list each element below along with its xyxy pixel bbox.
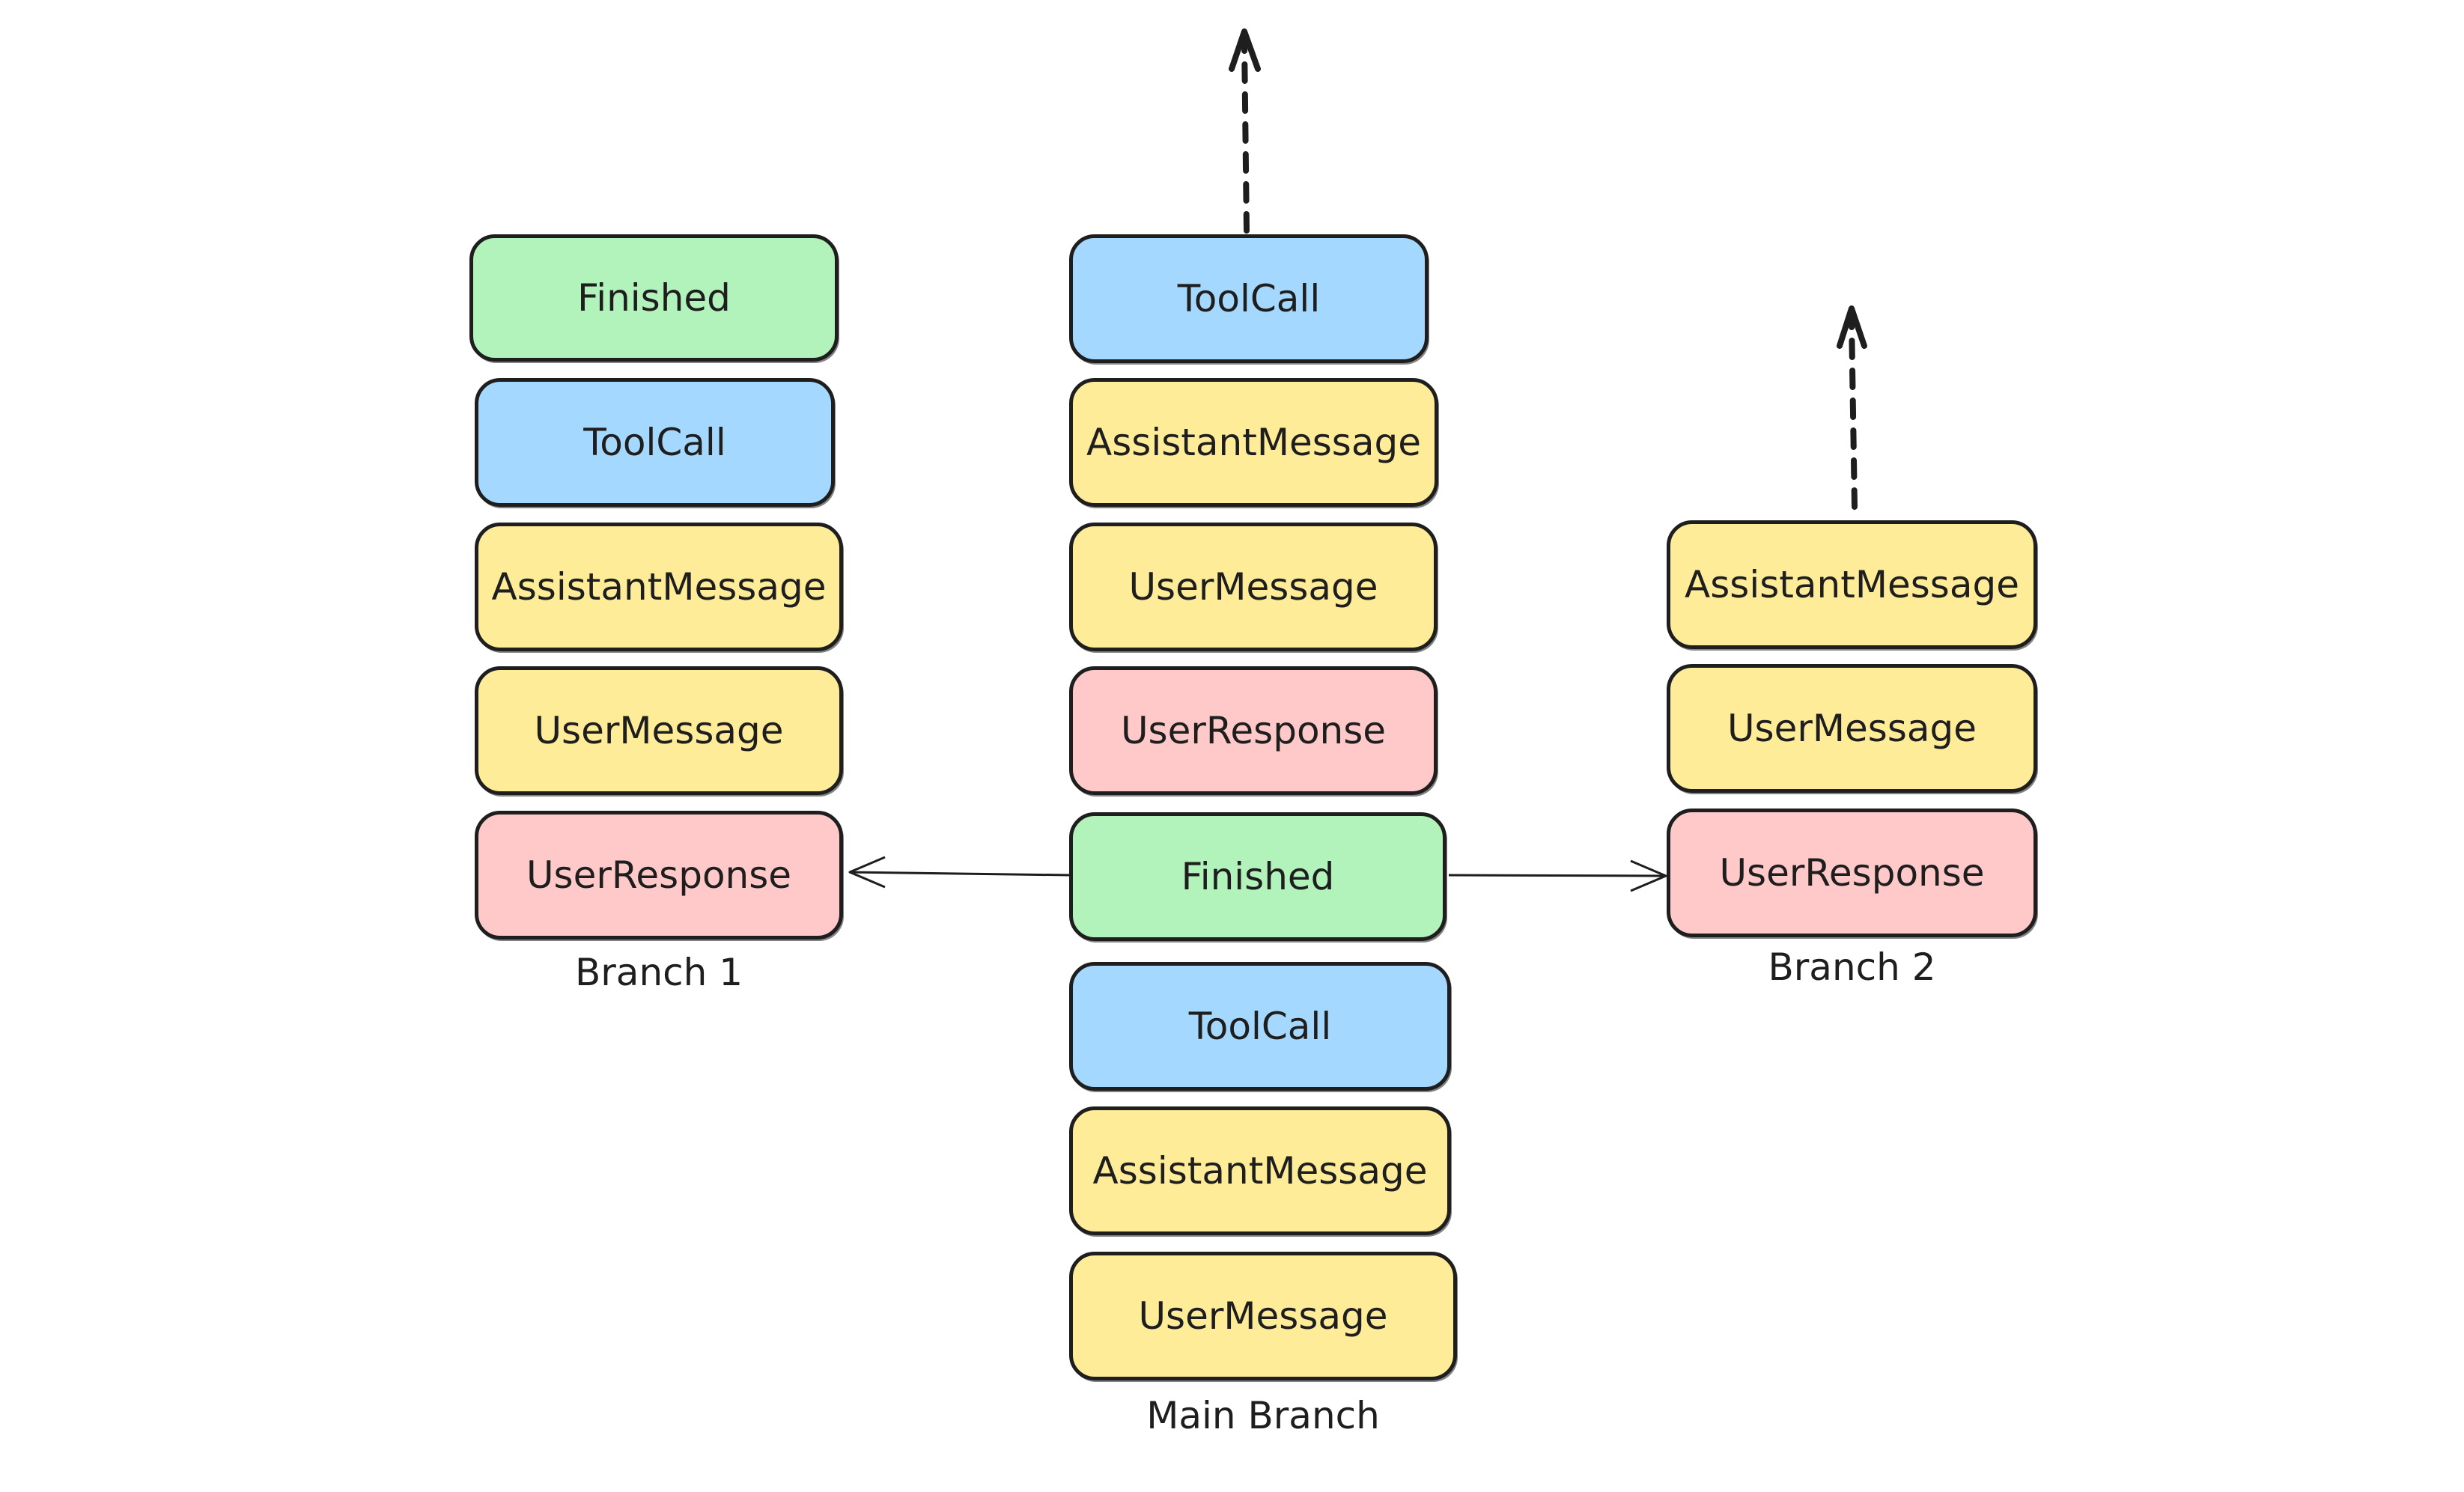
arrow-to-branch2-line: [1448, 874, 1667, 877]
branch2-continuation-arrow-head: [1837, 305, 1867, 349]
node-label: UserMessage: [1138, 1294, 1388, 1338]
node-label: ToolCall: [1188, 1005, 1332, 1048]
node-label: UserMessage: [1727, 707, 1977, 750]
node-label: AssistantMessage: [1092, 1149, 1428, 1193]
main-continuation-arrow-line: [1241, 38, 1250, 234]
arrow-to-branch1-head: [848, 856, 886, 889]
branch1-node-user-response: UserResponse: [475, 811, 843, 940]
node-label: UserResponse: [526, 853, 792, 897]
node-label: UserMessage: [1128, 565, 1378, 609]
main-node-finished: Finished: [1069, 812, 1447, 941]
node-label: UserResponse: [1719, 851, 1985, 895]
branch1-label: Branch 1: [574, 951, 743, 994]
node-label: UserMessage: [534, 709, 784, 752]
node-label: AssistantMessage: [1086, 421, 1421, 464]
branch2-node-user-response: UserResponse: [1667, 809, 2037, 937]
node-label: Finished: [577, 276, 731, 320]
main-node-toolcall-top: ToolCall: [1069, 234, 1429, 363]
arrow-to-branch2-head: [1630, 859, 1667, 892]
arrow-to-branch1-line: [849, 871, 1071, 877]
branch1-node-finished: Finished: [469, 234, 839, 362]
main-node-assistant-message-bottom: AssistantMessage: [1069, 1106, 1451, 1235]
node-label: UserResponse: [1120, 709, 1387, 752]
main-node-assistant-message-top: AssistantMessage: [1069, 378, 1438, 507]
branch2-node-user-message: UserMessage: [1667, 664, 2037, 793]
node-label: ToolCall: [583, 421, 726, 464]
branch1-node-user-message: UserMessage: [475, 666, 843, 795]
main-continuation-arrow-head: [1229, 28, 1261, 72]
node-label: AssistantMessage: [1685, 563, 2019, 606]
node-label: ToolCall: [1177, 277, 1321, 320]
main-node-user-response: UserResponse: [1069, 666, 1438, 795]
branch2-continuation-arrow-line: [1849, 317, 1858, 510]
main-node-user-message-top: UserMessage: [1069, 523, 1438, 651]
branch2-label: Branch 2: [1768, 946, 1936, 989]
main-branch-label: Main Branch: [1146, 1394, 1380, 1437]
branch1-node-toolcall: ToolCall: [475, 378, 835, 507]
branch2-node-assistant-message: AssistantMessage: [1667, 520, 2037, 649]
node-label: Finished: [1181, 855, 1335, 898]
branch1-node-assistant-message: AssistantMessage: [475, 523, 843, 651]
main-node-toolcall-bottom: ToolCall: [1069, 962, 1451, 1091]
main-node-user-message-bottom: UserMessage: [1069, 1252, 1457, 1380]
node-label: AssistantMessage: [491, 565, 827, 609]
